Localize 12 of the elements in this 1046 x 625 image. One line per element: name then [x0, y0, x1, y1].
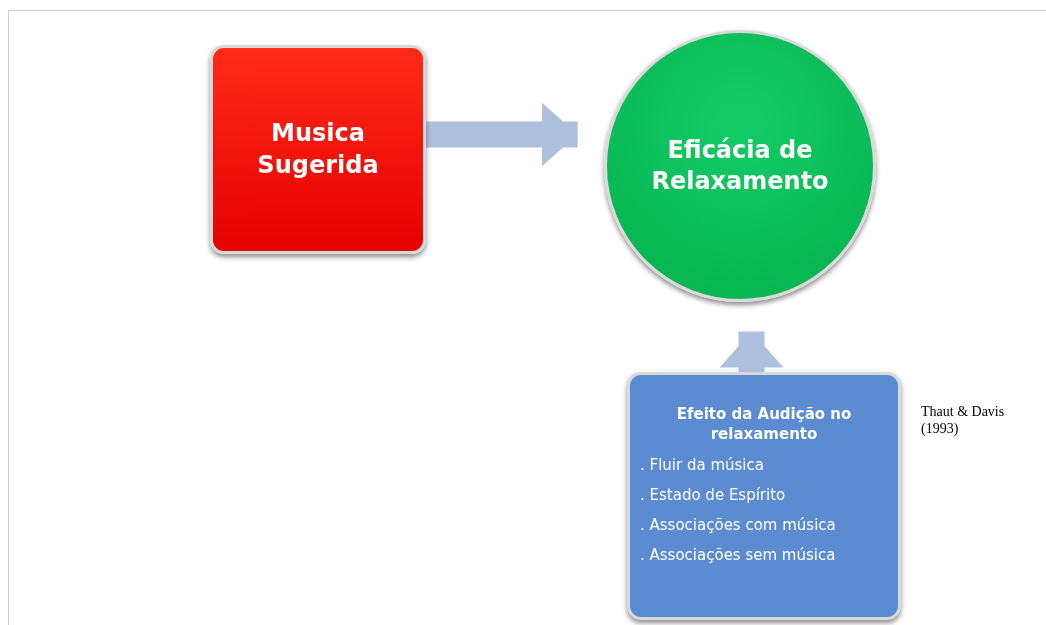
factor-box	[627, 372, 901, 620]
list-item: . Associações com música	[640, 515, 837, 536]
block-arrow	[719, 331, 784, 372]
list-item: . Estado de Espírito	[640, 485, 787, 506]
list-item: . Associações sem música	[640, 545, 837, 566]
node-title: Eficácia de Relaxamento	[650, 134, 830, 197]
process-box	[210, 45, 426, 254]
block-arrow	[426, 102, 578, 167]
node-title: Efeito da Audição no relaxamento	[675, 405, 853, 444]
node-title: Musica Sugerida	[256, 118, 380, 181]
list-item: . Fluir da música	[640, 455, 765, 476]
citation-text: Thaut & Davis (1993)	[921, 404, 1006, 438]
